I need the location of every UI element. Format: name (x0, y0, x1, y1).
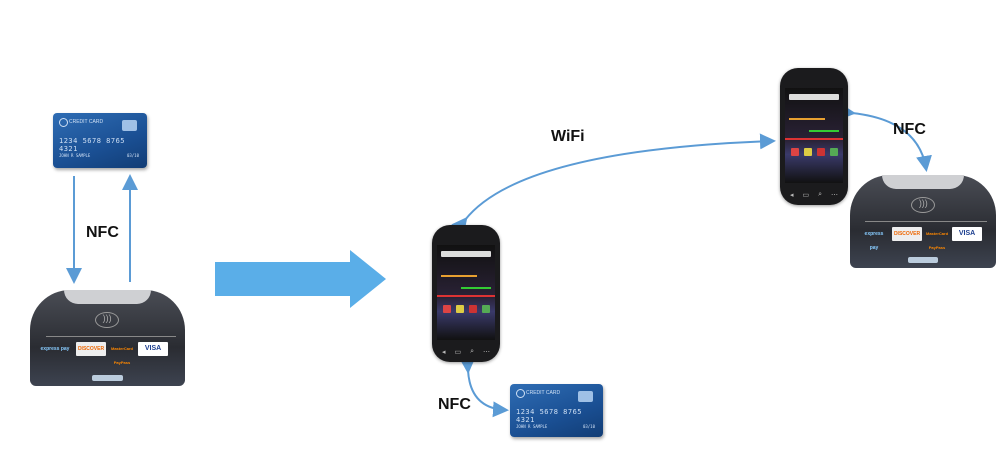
logo-visa: VISA (138, 342, 168, 356)
phone-nav-buttons: ◂▭⌕⋯ (442, 348, 490, 356)
globe-icon (59, 118, 68, 127)
card-reader-right: ))) express pay DISCOVER MasterCard PayP… (850, 175, 996, 268)
card-title: CREDIT CARD (69, 119, 104, 125)
phone-relay-near-reader: ◂▭⌕⋯ (780, 68, 848, 205)
card-number: 1234 5678 8765 4321 (516, 408, 583, 424)
search-bar (441, 251, 491, 257)
card-holder: JOHN R SAMPLE (516, 424, 548, 429)
logo-paypass: MasterCard PayPass (926, 231, 949, 250)
contactless-icon: ))) (911, 197, 936, 213)
card-expiry: 03/10 (126, 153, 139, 158)
nfc-label-left: NFC (86, 224, 119, 241)
nfc-label-right: NFC (893, 121, 926, 138)
logo-express-pay: express pay (864, 231, 884, 251)
phone-nav-buttons: ◂▭⌕⋯ (790, 191, 838, 199)
wifi-arrow (451, 133, 776, 235)
chip-icon (122, 120, 137, 131)
search-bar (789, 94, 839, 100)
relay-big-arrow (215, 250, 386, 308)
card-holder: JOHN R SAMPLE (59, 153, 91, 158)
credit-card-right: CREDIT CARD 1234 5678 8765 4321 JOHN R S… (510, 384, 603, 437)
logo-discover: DISCOVER (892, 227, 922, 241)
card-title: CREDIT CARD (526, 390, 561, 396)
nfc-label-bottom: NFC (438, 396, 471, 413)
logo-discover: DISCOVER (76, 342, 106, 356)
credit-card-left: CREDIT CARD 1234 5678 8765 4321 JOHN R S… (53, 113, 147, 168)
logo-express-pay: express pay (40, 346, 70, 352)
nfc-phone-reader-arrow (839, 103, 932, 172)
card-number: 1234 5678 8765 4321 (59, 137, 126, 153)
nfc-phone-card-arrow (459, 357, 509, 418)
logo-visa: VISA (952, 227, 982, 241)
phone-relay-near-card: ◂▭⌕⋯ (432, 225, 500, 362)
globe-icon (516, 389, 525, 398)
contactless-icon: ))) (95, 312, 120, 328)
card-reader-left: ))) express pay DISCOVER MasterCard PayP… (30, 290, 185, 386)
chip-icon (578, 391, 593, 402)
wifi-label: WiFi (551, 128, 585, 145)
card-expiry: 03/10 (582, 424, 595, 429)
logo-paypass: MasterCard PayPass (110, 346, 133, 365)
